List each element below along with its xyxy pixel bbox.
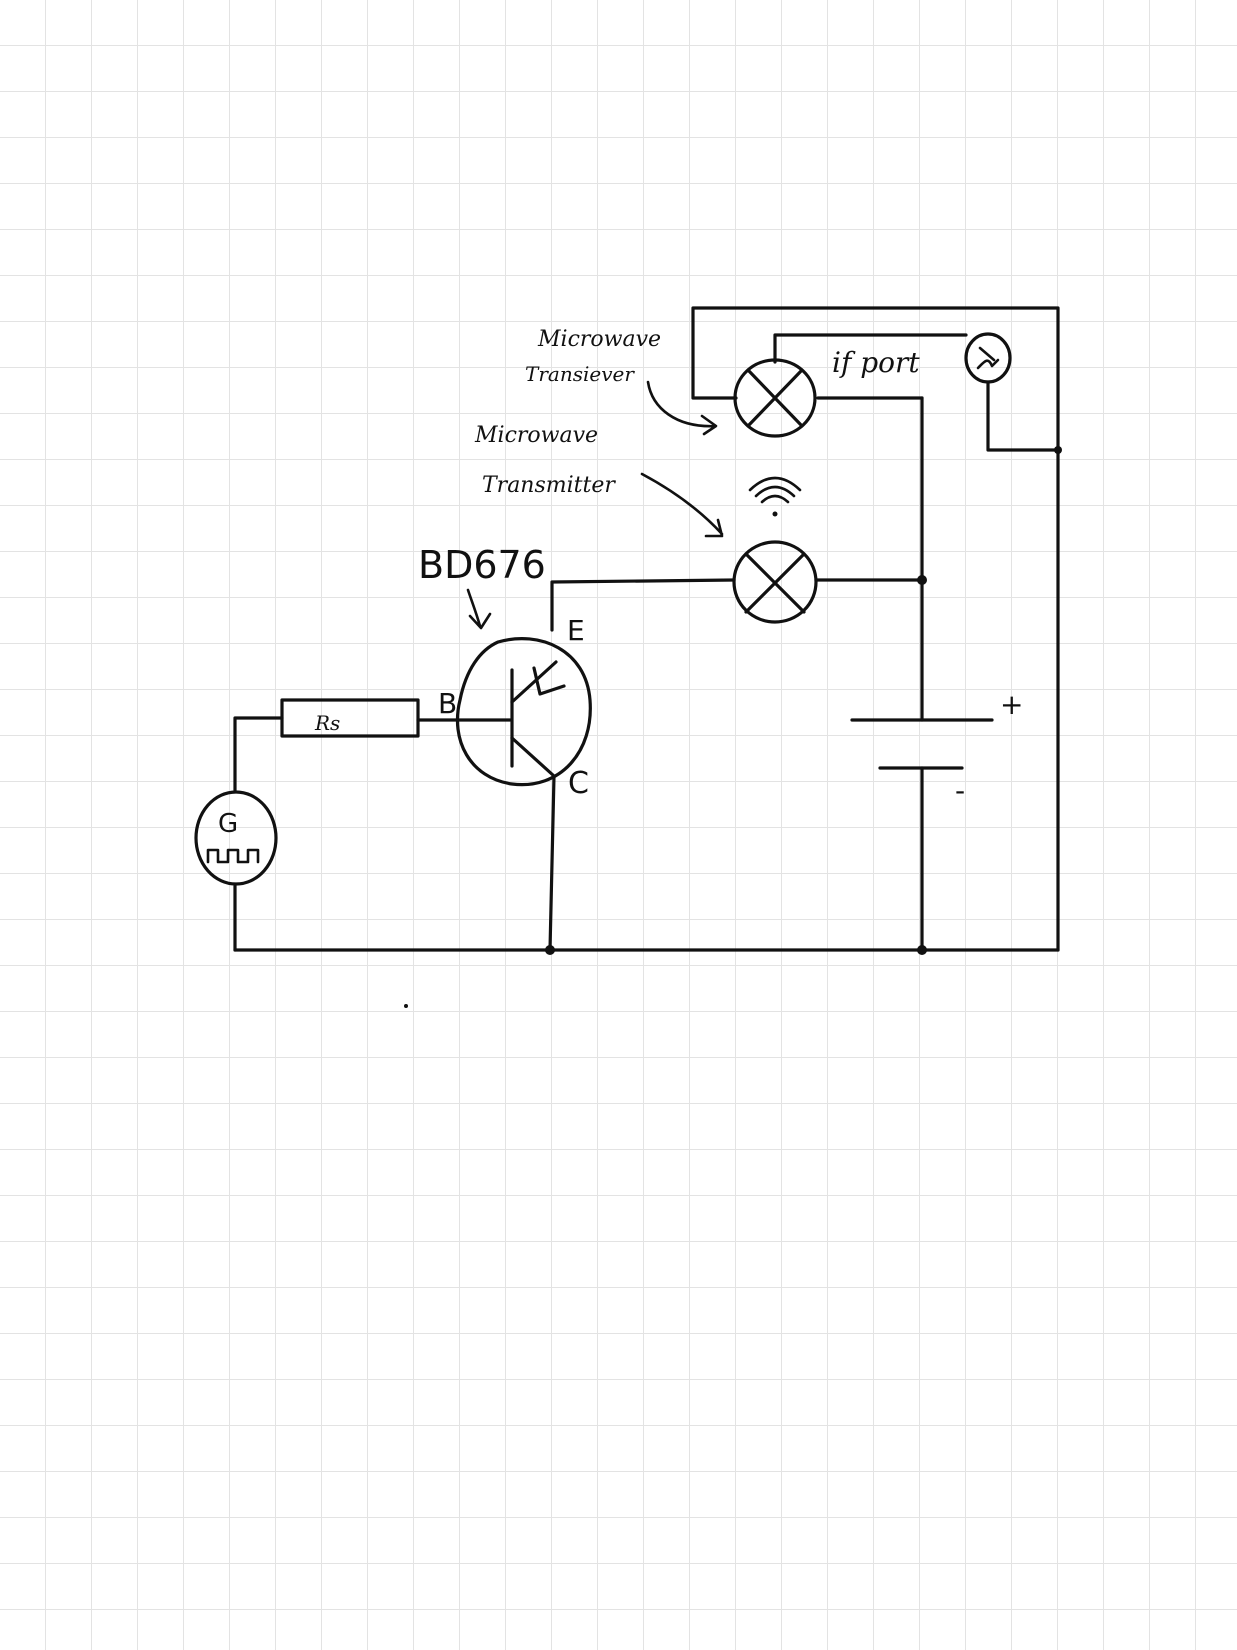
emitter-label: E xyxy=(567,614,585,647)
microwave-receiver: Microwave Transiever xyxy=(525,327,817,438)
battery-symbol: + - xyxy=(850,688,1023,807)
wire-outer-loop xyxy=(691,306,1060,952)
lamp-cross-icon xyxy=(744,552,806,614)
if-port-label: if port xyxy=(832,346,920,379)
resistor-symbol: Rs xyxy=(280,698,420,738)
lamp-cross-icon xyxy=(746,368,804,428)
transistor-part-label: BD676 xyxy=(418,543,546,587)
stray-dot xyxy=(404,1004,408,1008)
receiver-label-line1: Microwave xyxy=(537,327,661,352)
collector-label: C xyxy=(568,766,589,801)
transmitter-label-line1: Microwave xyxy=(474,423,598,448)
oscilloscope-symbol: if port xyxy=(832,332,1012,384)
emitter-leg xyxy=(510,660,558,704)
receiver-label-line2: Transiever xyxy=(525,362,635,386)
junction-dot xyxy=(917,575,927,585)
wire-if-port xyxy=(773,333,968,364)
wire-generator-top xyxy=(233,716,284,792)
radio-waves-icon xyxy=(748,476,802,517)
junctions xyxy=(404,446,1062,1008)
wire-collector xyxy=(548,774,556,952)
receiver-pointer xyxy=(646,380,718,436)
part-arrow xyxy=(466,588,492,630)
collector-leg xyxy=(510,736,556,778)
generator-label: G xyxy=(218,809,238,839)
transmitter-pointer xyxy=(640,472,724,538)
base-label: B xyxy=(438,687,457,720)
junction-dot xyxy=(917,945,927,955)
wires xyxy=(233,306,1060,952)
microwave-transmitter: Microwave Transmitter xyxy=(474,423,818,624)
battery-plus-label: + xyxy=(1000,688,1023,721)
emitter-arrow xyxy=(532,666,566,696)
junction-dot xyxy=(545,945,555,955)
junction-dot xyxy=(1054,446,1062,454)
transmitter-label-line2: Transmitter xyxy=(482,473,616,498)
wire-emitter xyxy=(550,578,736,632)
wire-scope-return xyxy=(986,380,1060,452)
transistor-symbol: E B C BD676 xyxy=(418,543,592,801)
oscilloscope-icon xyxy=(976,346,1000,370)
resistor-label: Rs xyxy=(314,711,340,735)
battery-minus-label: - xyxy=(955,774,965,807)
generator-symbol: G xyxy=(194,790,278,886)
square-wave-generator-icon xyxy=(206,848,260,864)
